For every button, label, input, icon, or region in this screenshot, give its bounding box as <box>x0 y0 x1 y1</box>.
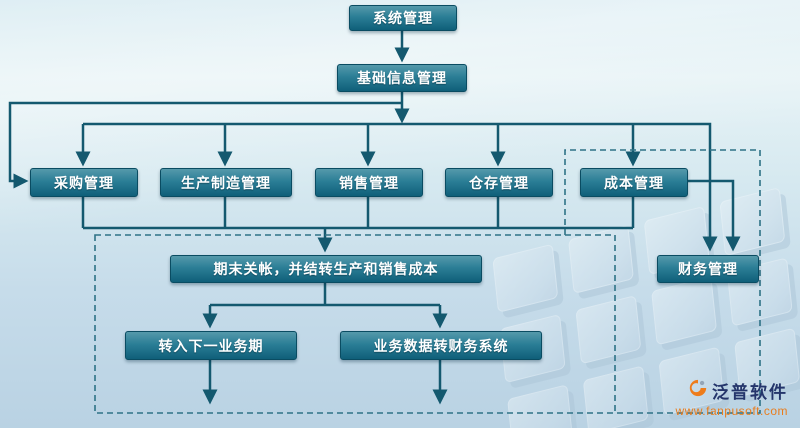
node-period-end-closing: 期末关帐，并结转生产和销售成本 <box>170 255 482 283</box>
brand-url: www.fanpusoft.com <box>675 404 788 418</box>
node-purchase-management: 采购管理 <box>30 168 138 197</box>
closing-branch-lines <box>210 281 440 307</box>
brand-watermark: 泛普软件 www.fanpusoft.com <box>675 378 788 418</box>
arrow-top-to-finance <box>633 122 718 252</box>
node-production-management: 生产制造管理 <box>160 168 292 197</box>
arrow-left-loop-to-purchase <box>8 101 402 189</box>
node-business-data-to-finance: 业务数据转财务系统 <box>340 331 542 360</box>
node-system-management: 系统管理 <box>349 5 457 31</box>
node-finance-management: 财务管理 <box>657 255 759 283</box>
node-sales-management: 销售管理 <box>315 168 423 197</box>
brand-name: 泛普软件 <box>712 383 788 402</box>
node-warehouse-management: 仓存管理 <box>445 168 553 197</box>
convergence-drops <box>81 195 635 228</box>
node-next-business-period: 转入下一业务期 <box>125 331 297 360</box>
node-cost-management: 成本管理 <box>580 168 688 197</box>
node-basic-info-management: 基础信息管理 <box>337 64 467 92</box>
fanpu-logo-icon <box>688 378 708 403</box>
